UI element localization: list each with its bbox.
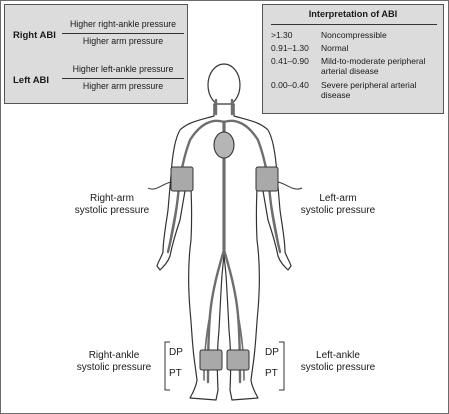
right-bracket xyxy=(164,341,170,391)
abi-meaning: Mild-to-moderate peripheral arterial dis… xyxy=(321,56,426,76)
fraction-bar xyxy=(62,78,184,79)
right-ankle-label: Right-ankle systolic pressure xyxy=(62,350,166,374)
arterial-tree xyxy=(166,98,282,384)
right-dp-site: DP xyxy=(169,347,183,358)
interpretation-title: Interpretation of ABI xyxy=(308,9,398,19)
abi-range: 0.00–0.40 xyxy=(271,80,309,90)
right-arm-cuff xyxy=(170,166,194,192)
fraction-bar xyxy=(62,33,184,34)
left-arm-label: Left-arm systolic pressure xyxy=(286,193,390,217)
abi-formula-panel: Right ABI Higher right-ankle pressure Hi… xyxy=(4,4,188,104)
heart xyxy=(213,131,235,159)
right-abi-formula: Right ABI Higher right-ankle pressure Hi… xyxy=(5,19,189,55)
left-ankle-label-line2: systolic pressure xyxy=(300,362,376,373)
left-abi-denominator: Higher arm pressure xyxy=(82,81,164,91)
right-pt-site: PT xyxy=(169,368,182,379)
left-ankle-cuff xyxy=(226,349,250,371)
left-abi-numerator: Higher left-ankle pressure xyxy=(72,64,174,74)
left-abi-label: Left ABI xyxy=(13,75,50,86)
left-bracket xyxy=(279,341,285,391)
right-abi-numerator: Higher right-ankle pressure xyxy=(69,19,177,29)
right-arm-label-line1: Right-arm xyxy=(90,193,134,204)
left-pt-site: PT xyxy=(265,368,278,379)
abi-range: >1.30 xyxy=(271,30,293,40)
right-ankle-cuff xyxy=(199,349,223,371)
right-arm-label-line2: systolic pressure xyxy=(74,205,150,216)
site-brackets xyxy=(164,341,285,391)
left-ankle-label-line1: Left-ankle xyxy=(316,350,360,361)
abi-range: 0.41–0.90 xyxy=(271,56,309,66)
right-ankle-label-line2: systolic pressure xyxy=(76,362,152,373)
abi-meaning: Noncompressible xyxy=(321,30,387,40)
abi-meaning: Normal xyxy=(321,43,349,53)
left-arm-label-line2: systolic pressure xyxy=(300,205,376,216)
blood-pressure-cuffs xyxy=(170,166,279,371)
title-rule xyxy=(271,24,437,25)
left-arm-cuff xyxy=(255,166,279,192)
left-dp-site: DP xyxy=(265,347,279,358)
head xyxy=(207,63,241,107)
left-arm-label-line1: Left-arm xyxy=(319,193,357,204)
abi-interpretation-panel: Interpretation of ABI >1.30 Noncompressi… xyxy=(262,4,444,114)
right-abi-denominator: Higher arm pressure xyxy=(82,36,164,46)
right-abi-label: Right ABI xyxy=(13,30,56,41)
cuff-tubes xyxy=(147,181,303,190)
left-abi-formula: Left ABI Higher left-ankle pressure High… xyxy=(5,64,189,100)
right-ankle-label-line1: Right-ankle xyxy=(88,350,140,361)
abi-range: 0.91–1.30 xyxy=(271,43,309,53)
left-ankle-label: Left-ankle systolic pressure xyxy=(286,350,390,374)
right-arm-label: Right-arm systolic pressure xyxy=(60,193,164,217)
abi-meaning: Severe peripheral arterial disease xyxy=(321,80,417,100)
